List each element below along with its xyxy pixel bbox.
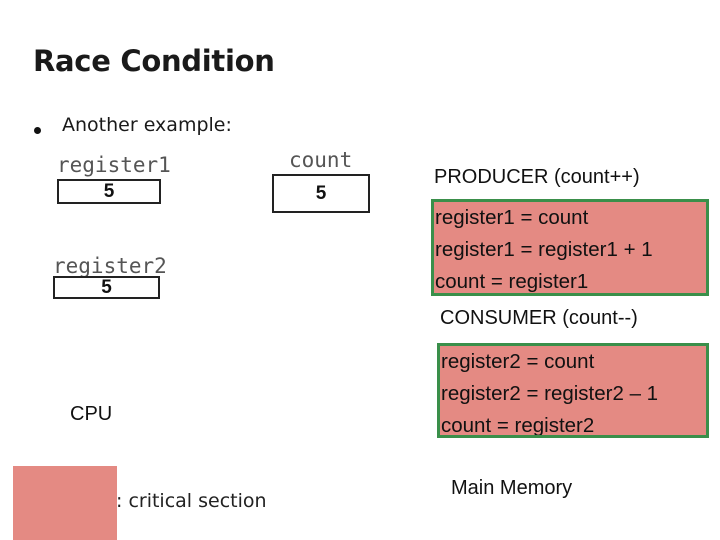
- bullet-text: Another example:: [62, 114, 232, 136]
- cpu-label: CPU: [70, 403, 113, 425]
- consumer-heading: CONSUMER (count--): [440, 307, 638, 329]
- register1-label: register1: [57, 153, 171, 177]
- bullet-icon: [34, 127, 41, 134]
- count-box: 5: [272, 174, 370, 213]
- legend-text: : critical section: [116, 490, 267, 512]
- consumer-line-1: register2 = count: [441, 350, 595, 373]
- count-value: 5: [315, 182, 327, 204]
- slide-title: Race Condition: [33, 44, 275, 78]
- register1-box: 5: [57, 179, 161, 204]
- producer-line-3: count = register1: [435, 270, 589, 293]
- register1-value: 5: [103, 180, 115, 202]
- count-label: count: [289, 148, 353, 172]
- register2-box: 5: [53, 276, 160, 299]
- producer-line-1: register1 = count: [435, 206, 589, 229]
- producer-heading: PRODUCER (count++): [434, 166, 640, 188]
- consumer-line-3: count = register2: [441, 414, 595, 437]
- main-memory-label: Main Memory: [451, 477, 573, 499]
- register2-value: 5: [101, 276, 112, 298]
- producer-critical-section: register1 = count register1 = register1 …: [431, 199, 709, 296]
- producer-line-2: register1 = register1 + 1: [435, 238, 653, 261]
- consumer-line-2: register2 = register2 – 1: [441, 382, 659, 405]
- consumer-critical-section: register2 = count register2 = register2 …: [437, 343, 709, 438]
- register2-label: register2: [53, 254, 167, 278]
- critical-section-swatch: [13, 466, 117, 540]
